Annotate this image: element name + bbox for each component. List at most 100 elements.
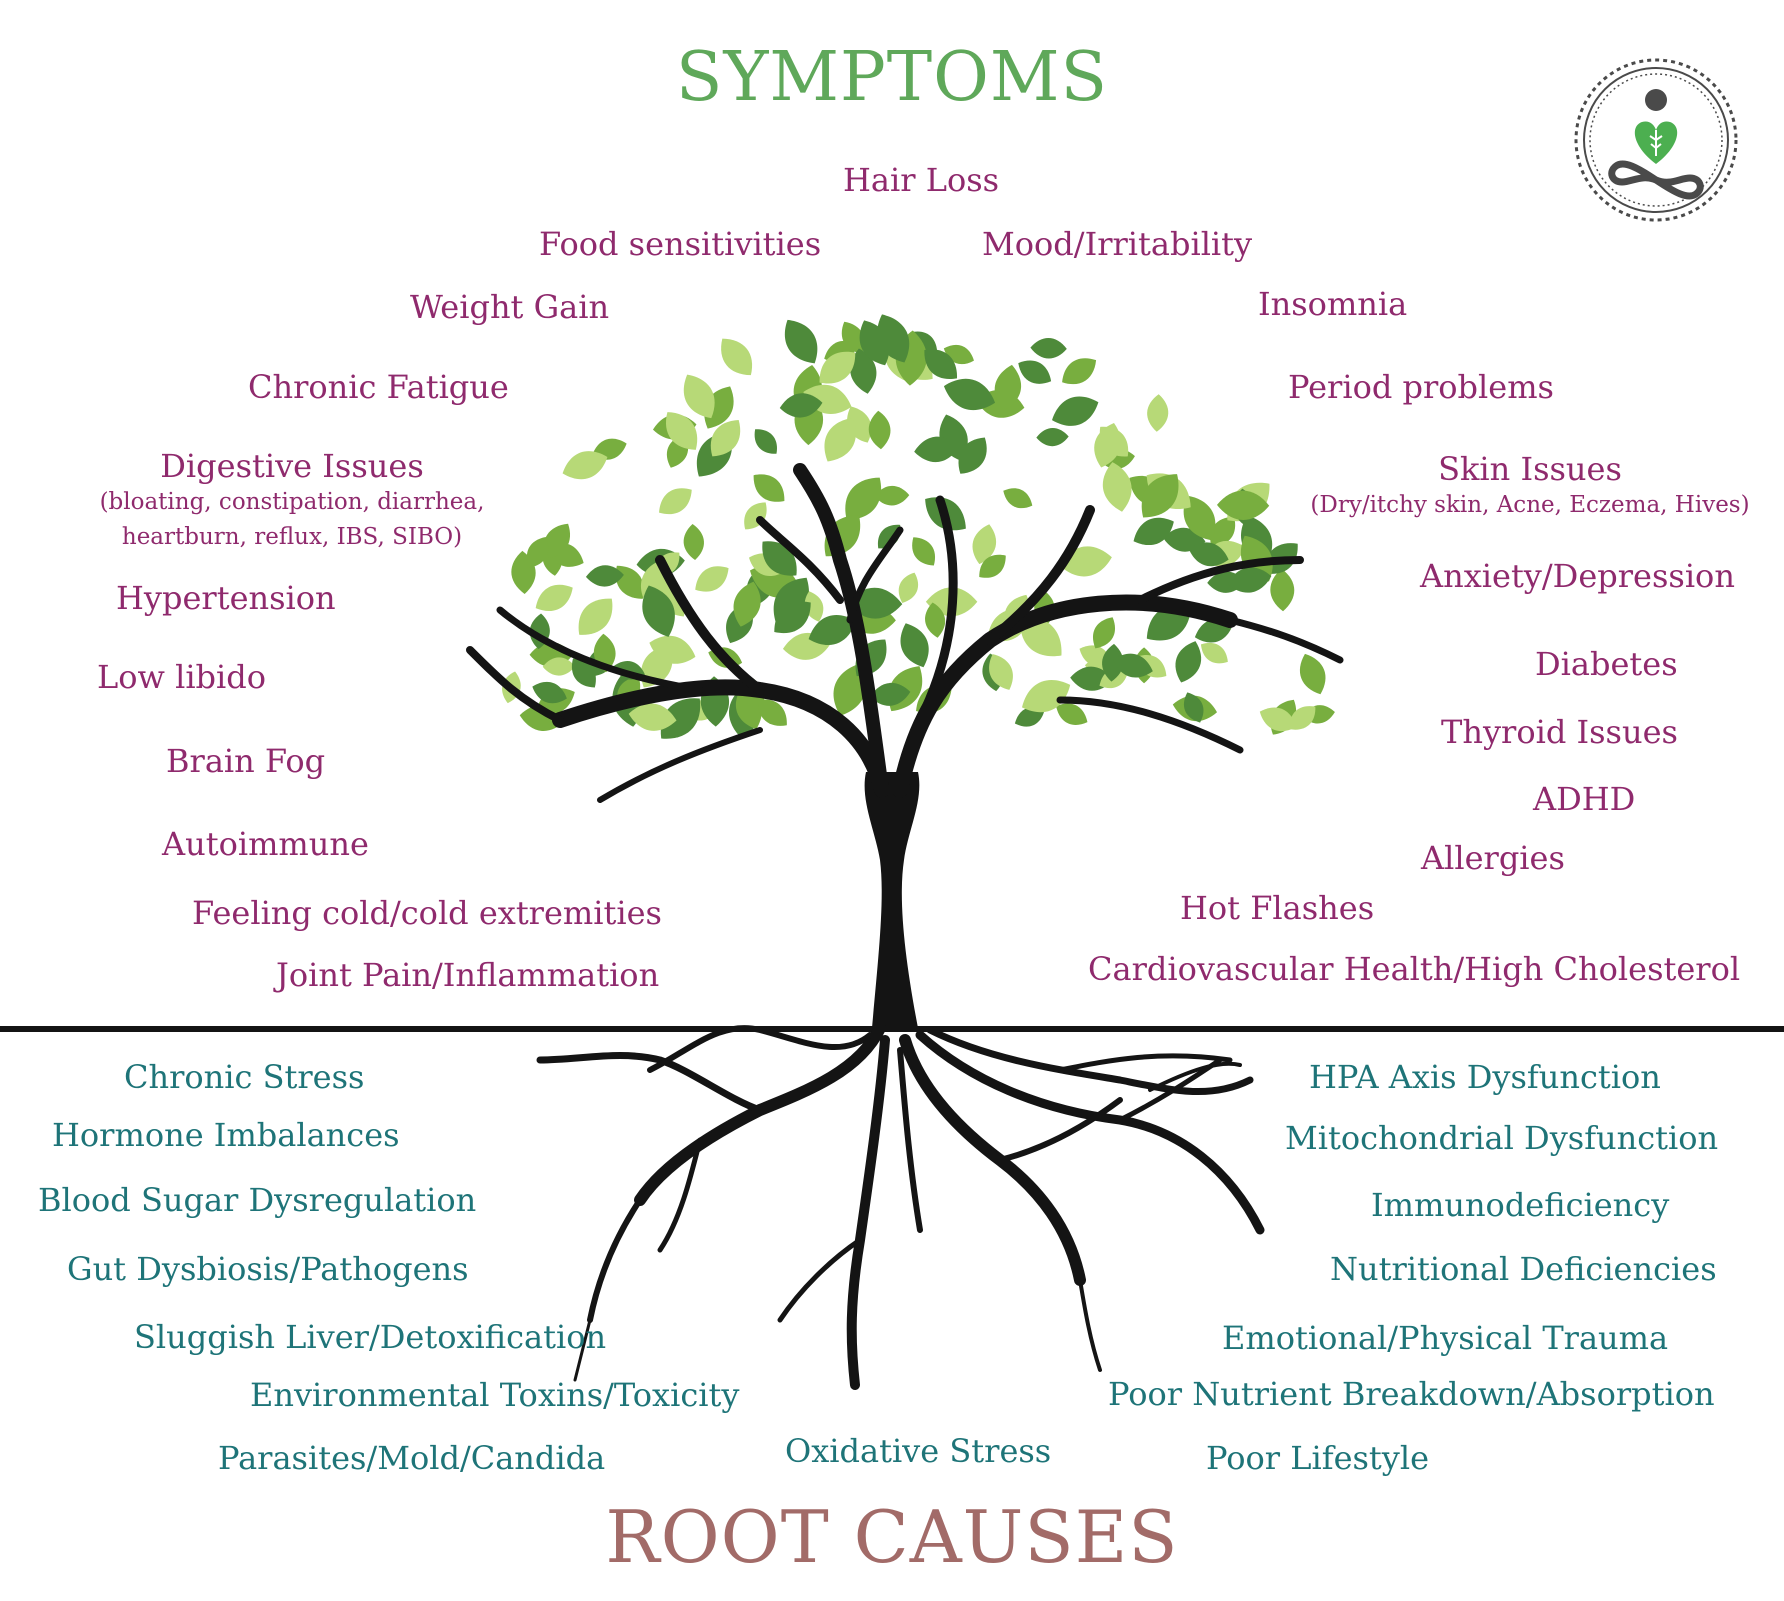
symptom-detail: heartburn, reflux, IBS, SIBO) [121,524,463,551]
leaf [819,351,856,384]
root-cause-label: Gut Dysbiosis/Pathogens [67,1250,469,1288]
symptom-label: Chronic Fatigue [248,368,509,406]
root-cause-label: Nutritional Deficiencies [1330,1250,1717,1288]
symptom-label: Allergies [1421,839,1565,877]
leaf [1147,394,1169,432]
leaf [1227,567,1272,593]
leaf [649,635,696,664]
leaf [925,602,946,638]
leaf [898,572,918,603]
leaf [1270,568,1295,612]
symptom-detail: (bloating, constipation, diarrhea, [99,488,485,515]
root-cause-label: Environmental Toxins/Toxicity [250,1376,740,1414]
leaf [972,524,997,565]
leaf [979,554,1006,578]
leaf [1062,358,1097,385]
leaf [779,393,823,418]
symptom-label: Joint Pain/Inflammation [276,956,660,994]
root-cause-label: Hormone Imbalances [52,1116,400,1154]
leaf [833,663,867,716]
leaf [1188,542,1229,567]
leaf [733,581,761,627]
symptom-group-digestive: Digestive Issues (bloating, constipation… [92,448,492,556]
leaf [1003,488,1033,509]
leaf [695,566,729,592]
root-cause-label: Chronic Stress [124,1058,365,1096]
symptom-label: ADHD [1533,780,1636,818]
leaf [808,614,856,646]
symptom-label: Low libido [97,658,267,696]
symptom-label: Hair Loss [843,161,1000,199]
leaf [1030,338,1067,359]
leaf [914,436,959,462]
leaf [1018,360,1052,384]
leaf [666,412,698,450]
leaf [710,420,741,457]
meditation-heart-infinity-logo-icon [1574,58,1738,222]
leaf [1052,396,1099,426]
leaf [989,654,1013,690]
leaf [526,537,549,568]
symptom-label: Insomnia [1258,285,1408,323]
symptom-label: Feeling cold/cold extremities [192,894,662,932]
symptom-label: Weight Gain [410,288,610,326]
trunk [864,772,920,1028]
tree-canopy-leaves [502,314,1335,739]
leaf [660,698,701,739]
branches [466,463,1344,803]
leaf [774,601,811,634]
root-causes-heading: ROOT CAUSES [605,1495,1179,1579]
leaf [874,485,910,506]
symptom-label: Mood/Irritability [982,225,1253,263]
leaf [754,429,777,454]
leaf [757,699,787,726]
leaf [683,523,704,561]
root-cause-label: Immunodeficiency [1371,1186,1670,1224]
leaf [683,374,715,419]
leaf [753,474,785,502]
symptom-label: Anxiety/Depression [1420,557,1735,595]
symptom-detail: (Dry/itchy skin, Acne, Eczema, Hives) [1310,491,1750,518]
leaf [1036,428,1069,447]
leaf [642,585,675,637]
leaf [1099,426,1129,457]
leaf [659,488,692,515]
leaf [628,703,677,731]
leaf [868,410,891,450]
leaf [1184,692,1204,723]
leaf [994,364,1022,411]
leaf [912,537,935,566]
leaf [1210,516,1236,547]
leaf [845,477,881,520]
root-cause-label: Parasites/Mold/Candida [218,1439,606,1477]
root-cause-label: Sluggish Liver/Detoxification [134,1318,607,1356]
root-cause-label: Poor Lifestyle [1206,1439,1430,1477]
leaf [1216,490,1270,520]
symptom-group-skin: Skin Issues (Dry/itchy skin, Acne, Eczem… [1290,451,1770,523]
leaf [562,451,608,480]
leaf [1183,495,1216,541]
leaf [870,683,911,706]
leaf [824,417,856,462]
leaf [1141,474,1179,518]
leaf [1300,653,1326,695]
leaf [578,598,613,635]
leaf [535,584,573,612]
leaf [1259,707,1297,731]
root-cause-label: Mitochondrial Dysfunction [1285,1119,1719,1157]
symptom-label: Period problems [1288,368,1554,406]
tree-trunk-and-roots [0,463,1784,1390]
symptom-label: Hot Flashes [1180,889,1375,927]
leaf [735,687,762,730]
symptoms-heading: SYMPTOMS [675,38,1109,117]
root-cause-label: Blood Sugar Dysregulation [38,1181,477,1219]
leaf [924,349,957,380]
symptom-label: Food sensitivities [539,225,822,263]
leaf [1102,643,1124,682]
symptom-label: Diabetes [1535,645,1678,683]
leaf [1289,706,1316,730]
leaf [1175,641,1202,683]
leaf [571,658,596,688]
